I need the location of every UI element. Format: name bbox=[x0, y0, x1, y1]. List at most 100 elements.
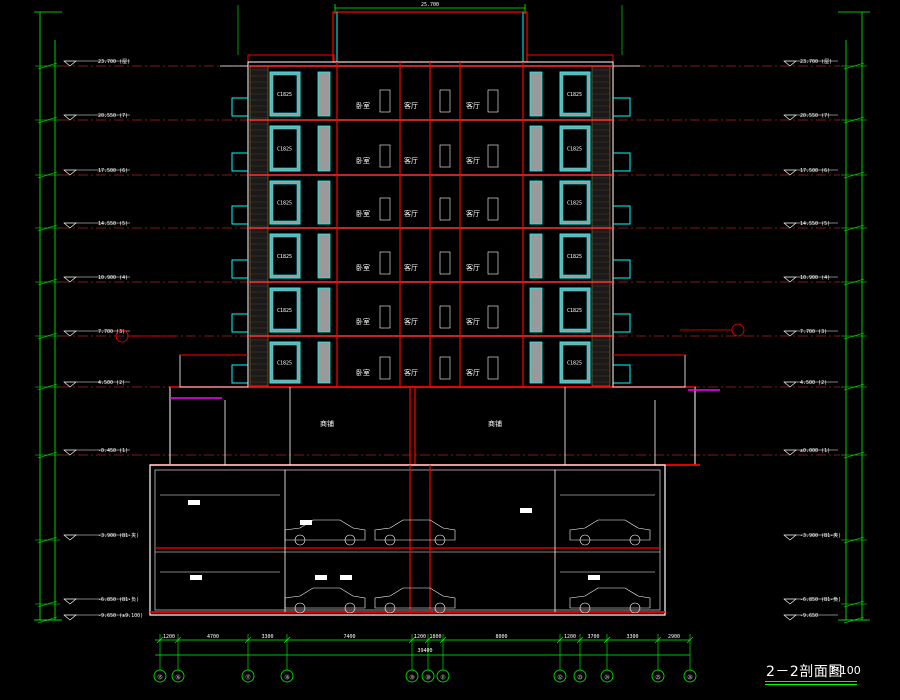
elevation-label-right: 14.550 (5) bbox=[800, 221, 830, 227]
dimension-slash bbox=[37, 600, 58, 608]
dimension-slash bbox=[556, 636, 564, 644]
bottom-dimension-value: 1200 bbox=[414, 634, 426, 640]
room-label-hall: 客厅 bbox=[404, 317, 418, 326]
top-dimension: 25.700 bbox=[237, 2, 623, 55]
axis-label: ㉒ bbox=[557, 674, 562, 681]
door bbox=[439, 356, 451, 380]
elevation-marker-left bbox=[63, 449, 77, 456]
bottom-dimension-value: 1200 bbox=[564, 634, 576, 640]
window-glass bbox=[562, 74, 588, 114]
dimension-slash bbox=[843, 278, 865, 286]
car-outline bbox=[374, 587, 456, 609]
door bbox=[379, 251, 391, 275]
elevation-label-left: 10.900 (4) bbox=[98, 275, 128, 281]
dimension-slash bbox=[843, 116, 865, 124]
dimension-slash bbox=[439, 636, 447, 644]
axis-bubble bbox=[683, 669, 697, 683]
stair-tower bbox=[220, 11, 640, 67]
dimension-slash bbox=[37, 224, 58, 232]
room-tag bbox=[190, 575, 202, 580]
bottom-dimension-value: 8000 bbox=[495, 634, 507, 640]
elevation-label-left: 14.550 (5) bbox=[98, 221, 128, 227]
door bbox=[439, 197, 451, 221]
car-wheel bbox=[344, 602, 356, 614]
room-label-shop-right: 商铺 bbox=[488, 419, 502, 428]
dimension-slash bbox=[37, 278, 58, 286]
window-label: C1825 bbox=[567, 201, 582, 207]
bottom-total: 39400 bbox=[417, 648, 432, 654]
balcony-left bbox=[231, 97, 248, 117]
balcony-right bbox=[613, 313, 631, 333]
dimension-slash bbox=[576, 636, 584, 644]
window-label: C1825 bbox=[277, 92, 292, 98]
window-narrow bbox=[317, 341, 331, 384]
door bbox=[487, 305, 499, 329]
elevation-label-left: 7.700 (3) bbox=[98, 329, 125, 335]
door bbox=[439, 144, 451, 168]
window-label: C1825 bbox=[277, 361, 292, 367]
dimension-slash bbox=[244, 636, 252, 644]
door bbox=[439, 251, 451, 275]
axis-bubble bbox=[573, 669, 587, 683]
door bbox=[379, 356, 391, 380]
room-tag bbox=[588, 575, 600, 580]
room-label-hall: 客厅 bbox=[404, 156, 418, 165]
balcony-left bbox=[231, 205, 248, 225]
elevation-label-left: 4.500 (2) bbox=[98, 380, 125, 386]
elevation-marker-left bbox=[63, 276, 77, 283]
axis-label: ⑳ bbox=[425, 674, 430, 681]
axis-label: ㉑ bbox=[440, 674, 445, 681]
window-glass bbox=[272, 344, 298, 381]
elevation-marker-right bbox=[783, 222, 797, 229]
door bbox=[439, 89, 451, 113]
window-label: C1825 bbox=[567, 361, 582, 367]
dimension-slash bbox=[654, 636, 662, 644]
callouts bbox=[115, 323, 745, 343]
window-label: C1825 bbox=[567, 308, 582, 314]
axis-label: ⑰ bbox=[245, 674, 250, 681]
bottom-dimension-value: 1200 bbox=[163, 634, 175, 640]
axis-bubble bbox=[553, 669, 567, 683]
window-glass bbox=[562, 236, 588, 276]
window-narrow bbox=[529, 233, 543, 279]
bottom-dimension-value: 7400 bbox=[343, 634, 355, 640]
dimension-slash bbox=[843, 616, 865, 624]
dimension-slash bbox=[37, 536, 58, 544]
window-narrow bbox=[317, 125, 331, 172]
car-wheel bbox=[629, 534, 641, 546]
door bbox=[379, 197, 391, 221]
window-narrow bbox=[317, 71, 331, 117]
window-narrow bbox=[317, 233, 331, 279]
elevation-label-left: -3.900 (B1-夹) bbox=[98, 532, 139, 539]
window-glass bbox=[272, 290, 298, 330]
window-label: C1825 bbox=[277, 254, 292, 260]
room-label-hall: 客厅 bbox=[466, 209, 480, 218]
axis-bubble bbox=[241, 669, 255, 683]
window-glass bbox=[562, 344, 588, 381]
axis-label: ⑲ bbox=[409, 674, 414, 681]
dimension-slash bbox=[843, 383, 865, 391]
door bbox=[487, 356, 499, 380]
room-label-bedroom: 卧室 bbox=[356, 101, 370, 110]
window-narrow bbox=[529, 71, 543, 117]
room-label-hall: 客厅 bbox=[466, 156, 480, 165]
axis-label: ⑱ bbox=[284, 674, 289, 681]
balcony-left bbox=[231, 259, 248, 279]
window-narrow bbox=[529, 180, 543, 225]
podium: 商铺 商铺 bbox=[150, 354, 720, 466]
room-label-bedroom: 卧室 bbox=[356, 156, 370, 165]
car-wheel bbox=[294, 534, 306, 546]
bottom-dimension-value: 2900 bbox=[668, 634, 680, 640]
elevation-label-right: 10.900 (4) bbox=[800, 275, 830, 281]
balcony-right bbox=[613, 259, 631, 279]
window-label: C1825 bbox=[567, 92, 582, 98]
axis-bubble bbox=[153, 669, 167, 683]
room-label-bedroom: 卧室 bbox=[356, 209, 370, 218]
balcony-left bbox=[231, 152, 248, 172]
elevation-marker-left bbox=[63, 598, 77, 605]
elevation-marker-right bbox=[783, 614, 797, 621]
window-narrow bbox=[529, 341, 543, 384]
